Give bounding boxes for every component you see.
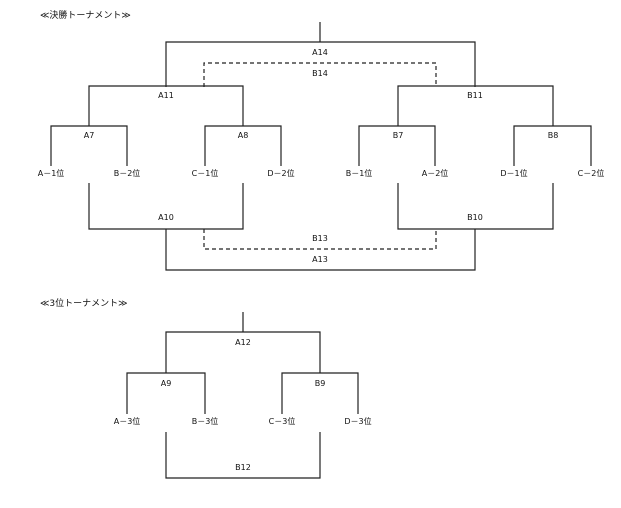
seed-label: A－3位 — [114, 416, 141, 426]
match-label-b8: B8 — [548, 131, 559, 140]
seed-label: D－2位 — [267, 168, 294, 178]
match-label-b11: B11 — [467, 91, 483, 100]
match-label-a7: A7 — [84, 131, 95, 140]
bracket-b10-lines — [397, 183, 554, 230]
bracket-a9-lines — [126, 372, 206, 414]
bracket-b12-lines — [165, 432, 321, 479]
seed-label: D－1位 — [500, 168, 527, 178]
match-label-a9: A9 — [161, 379, 172, 388]
match-label-a10: A10 — [158, 213, 174, 222]
seed-label: C－1位 — [192, 168, 219, 178]
match-label-b9: B9 — [315, 379, 326, 388]
seed-label: C－2位 — [578, 168, 605, 178]
seed-label: B－3位 — [192, 416, 219, 426]
seed-label: C－3位 — [269, 416, 296, 426]
bracket-b13-lines — [203, 229, 437, 250]
bracket-a11-lines — [88, 85, 244, 126]
bracket-b8-lines — [513, 125, 592, 166]
bracket-a13-lines — [165, 229, 476, 271]
match-label-a13: A13 — [312, 255, 328, 264]
match-label-b7: B7 — [393, 131, 404, 140]
bracket-b9-lines — [281, 372, 359, 414]
seed-label: D－3位 — [344, 416, 371, 426]
match-label-a8: A8 — [238, 131, 249, 140]
seed-label: A－2位 — [422, 168, 449, 178]
seed-label: A－1位 — [38, 168, 65, 178]
seed-label: B－2位 — [114, 168, 141, 178]
match-label-a11: A11 — [158, 91, 174, 100]
bracket-b14-lines — [203, 62, 437, 87]
third-place-tournament-title: ≪3位トーナメント≫ — [40, 299, 128, 309]
bracket-a8-lines — [204, 125, 282, 166]
bracket-b11-lines — [397, 85, 554, 126]
match-label-a14: A14 — [312, 48, 328, 57]
bracket-a7-lines — [50, 125, 128, 166]
match-label-b13: B13 — [312, 234, 328, 243]
match-label-b12: B12 — [235, 463, 251, 472]
match-label-b10: B10 — [467, 213, 483, 222]
match-label-b14: B14 — [312, 69, 328, 78]
bracket-a10-lines — [88, 183, 244, 230]
match-label-a12: A12 — [235, 338, 251, 347]
final-tournament-title: ≪決勝トーナメント≫ — [40, 11, 131, 21]
bracket-b7-lines — [358, 125, 436, 166]
bracket-a12-lines — [165, 331, 321, 373]
seed-label: B－1位 — [346, 168, 373, 178]
bracket-a14-lines — [165, 41, 476, 87]
